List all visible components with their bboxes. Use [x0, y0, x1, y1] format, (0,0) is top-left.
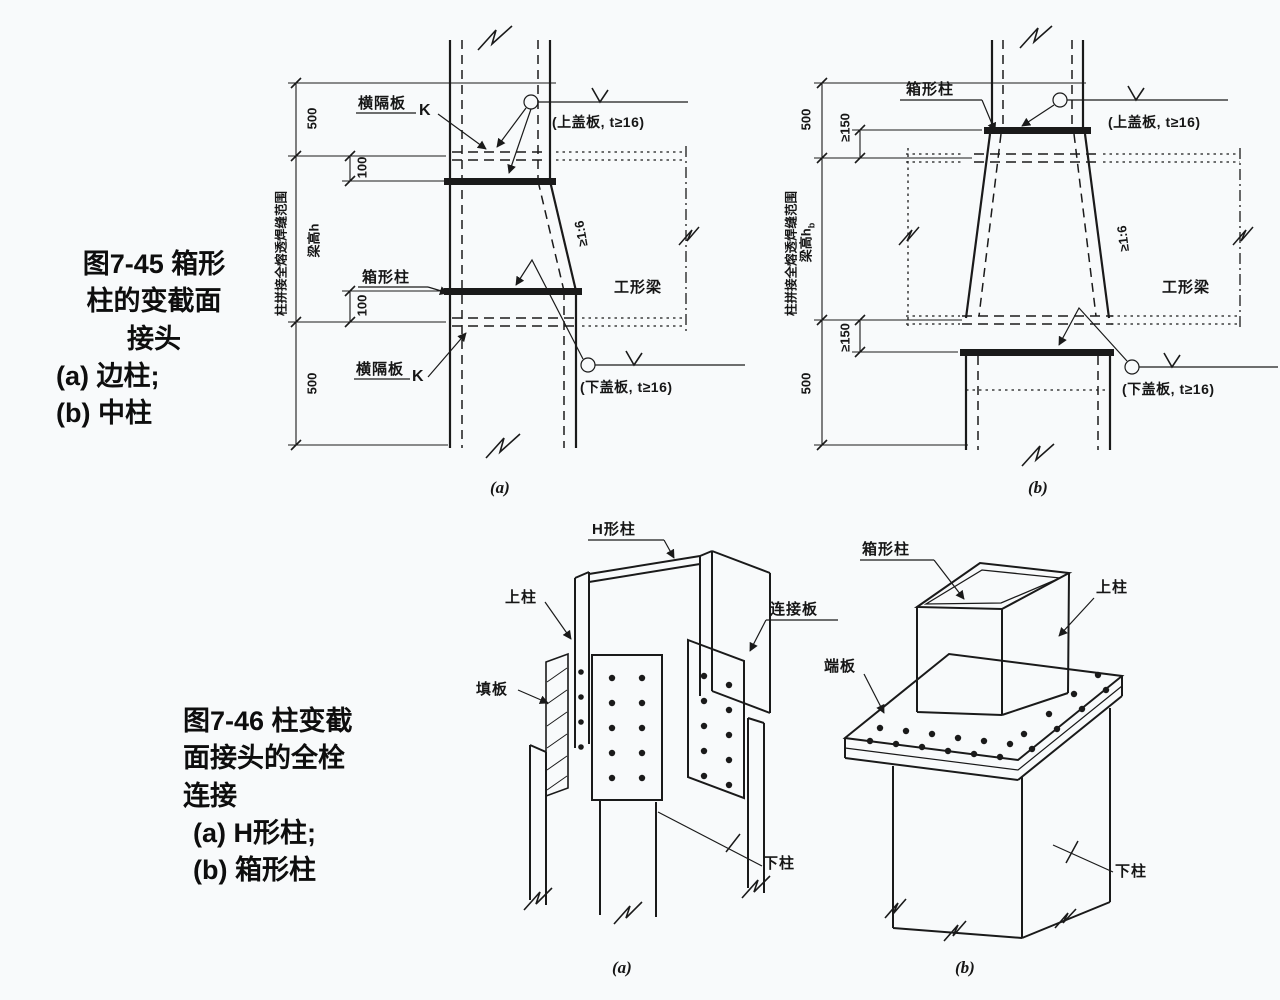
box-column-label-46b: 箱形柱 — [862, 541, 911, 558]
end-plate-label: 端板 — [824, 658, 857, 675]
lower-column-label-a: 下柱 — [763, 855, 796, 872]
break-symbol — [1021, 443, 1055, 467]
fig45-tag-a: (a) — [490, 478, 510, 497]
lower-cover-plate — [444, 288, 582, 295]
break-symbol — [485, 433, 521, 459]
top-cover-note-b: (上盖板, t≥16) — [1108, 114, 1201, 130]
fig45a-beam — [556, 146, 700, 332]
fig45-caption: 图7-45 箱形 柱的变截面 接头 (a) 边柱; (b) 中柱 — [46, 246, 262, 432]
weld-symbol-k: K — [419, 102, 431, 119]
dim-beam-height-a: 梁高h — [306, 223, 322, 258]
upper-cover-plate — [444, 178, 556, 185]
fig46a-bolts — [578, 669, 733, 789]
dim-100-a-bottom: 100 — [354, 294, 370, 317]
break-symbol — [741, 875, 771, 899]
fig45-caption-line1: 图7-45 箱形 — [82, 249, 226, 279]
lower-column-label-b: 下柱 — [1115, 863, 1148, 880]
dim-beam-height-b: 梁高hb — [798, 222, 817, 263]
upper-column-label-b: 上柱 — [1096, 579, 1129, 596]
fig45b-beam — [898, 148, 1254, 330]
fig45b-column — [960, 25, 1114, 467]
diaphragm-label-top: 横隔板 — [358, 95, 407, 112]
weld-circle-icon — [580, 357, 596, 373]
filler-plate-label: 填板 — [476, 681, 509, 698]
fig46b-upper-box — [913, 561, 1073, 716]
break-symbol — [898, 226, 920, 246]
fig46-tag-b: (b) — [955, 958, 975, 977]
lower-cover-plate — [960, 349, 1114, 356]
break-symbol — [1232, 226, 1254, 246]
field-weld-flag-icon — [1127, 85, 1145, 102]
fig45-caption-item-b: (b) 中柱 — [56, 398, 152, 428]
fig45a-dimensions — [288, 77, 556, 451]
break-symbol — [884, 898, 907, 919]
break-symbol — [613, 901, 643, 925]
break-symbol — [1054, 908, 1077, 929]
fig46-caption: 图7-46 柱变截 面接头的全栓 连接 (a) H形柱; (b) 箱形柱 — [183, 703, 415, 889]
upper-cover-plate — [984, 127, 1091, 134]
i-beam-label-b: 工形梁 — [1162, 279, 1211, 296]
dim-500-a-bottom: 500 — [304, 372, 320, 395]
break-symbol — [1065, 840, 1079, 864]
break-symbol — [1019, 25, 1053, 49]
dim-150-top: ≥150 — [837, 113, 853, 142]
fig45b-dimensions — [814, 77, 1086, 451]
weld-circle-icon — [1052, 92, 1068, 108]
fig45-caption-line2: 柱的变截面 — [86, 286, 222, 317]
break-symbol — [943, 920, 967, 942]
fig45-tag-b: (b) — [1028, 478, 1048, 497]
bottom-cover-note-a: (下盖板, t≥16) — [580, 379, 673, 395]
fig46a-upper-column — [574, 550, 771, 748]
weld-circle-icon — [1124, 359, 1140, 375]
fig46-caption-item-a: (a) H形柱; — [193, 817, 316, 848]
fig46b-plate-bolts — [866, 671, 1110, 761]
weld-range-note-a: 柱拼接全熔透焊缝范围 — [274, 191, 289, 317]
fig46b-lower-column — [884, 708, 1111, 942]
fig46a-lower-column — [523, 717, 771, 925]
dim-500-a-top: 500 — [304, 107, 320, 130]
break-symbol — [477, 25, 513, 51]
h-column-label: H形柱 — [592, 521, 636, 538]
fig45a-leaders — [354, 87, 745, 380]
bottom-cover-note-b: (下盖板, t≥16) — [1122, 381, 1215, 397]
fig46-caption-item-b: (b) 箱形柱 — [193, 855, 316, 885]
fig46a-leaders — [517, 539, 838, 867]
fig45b-leaders — [900, 85, 1278, 375]
dim-150-bottom: ≥150 — [837, 323, 853, 352]
fig46-tag-a: (a) — [612, 958, 632, 977]
box-column-label-a: 箱形柱 — [362, 269, 411, 286]
weld-symbol-k: K — [412, 368, 424, 385]
fig45-caption-item-a: (a) 边柱; — [56, 360, 160, 391]
break-symbol — [523, 887, 553, 911]
weld-circle-icon — [523, 94, 539, 110]
dim-500-b-bottom: 500 — [798, 372, 814, 395]
dim-500-b-top: 500 — [798, 108, 814, 131]
fig46-caption-line2: 面接头的全栓 — [183, 743, 345, 774]
fig46-caption-line1: 图7-46 柱变截 — [183, 706, 353, 736]
upper-column-label-a: 上柱 — [505, 589, 538, 606]
fig46b-end-plate — [842, 652, 1125, 781]
fig46a-connection-plates — [545, 638, 745, 801]
top-cover-note-a: (上盖板, t≥16) — [552, 114, 645, 130]
fig45-caption-line3: 接头 — [127, 323, 181, 354]
break-symbol — [678, 226, 700, 246]
field-weld-flag-icon — [625, 350, 643, 367]
break-symbol — [725, 833, 741, 853]
field-weld-flag-icon — [1163, 352, 1181, 369]
dim-100-a-top: 100 — [354, 156, 370, 179]
diaphragm-label-bottom: 横隔板 — [356, 361, 405, 378]
fig46b-leaders — [860, 559, 1114, 873]
i-beam-label-a: 工形梁 — [614, 279, 663, 296]
box-column-label-b: 箱形柱 — [906, 81, 955, 98]
connection-plate-label: 连接板 — [770, 601, 819, 618]
fig45a-column — [444, 25, 582, 459]
fig46-caption-line3: 连接 — [183, 780, 237, 811]
field-weld-flag-icon — [591, 87, 609, 104]
